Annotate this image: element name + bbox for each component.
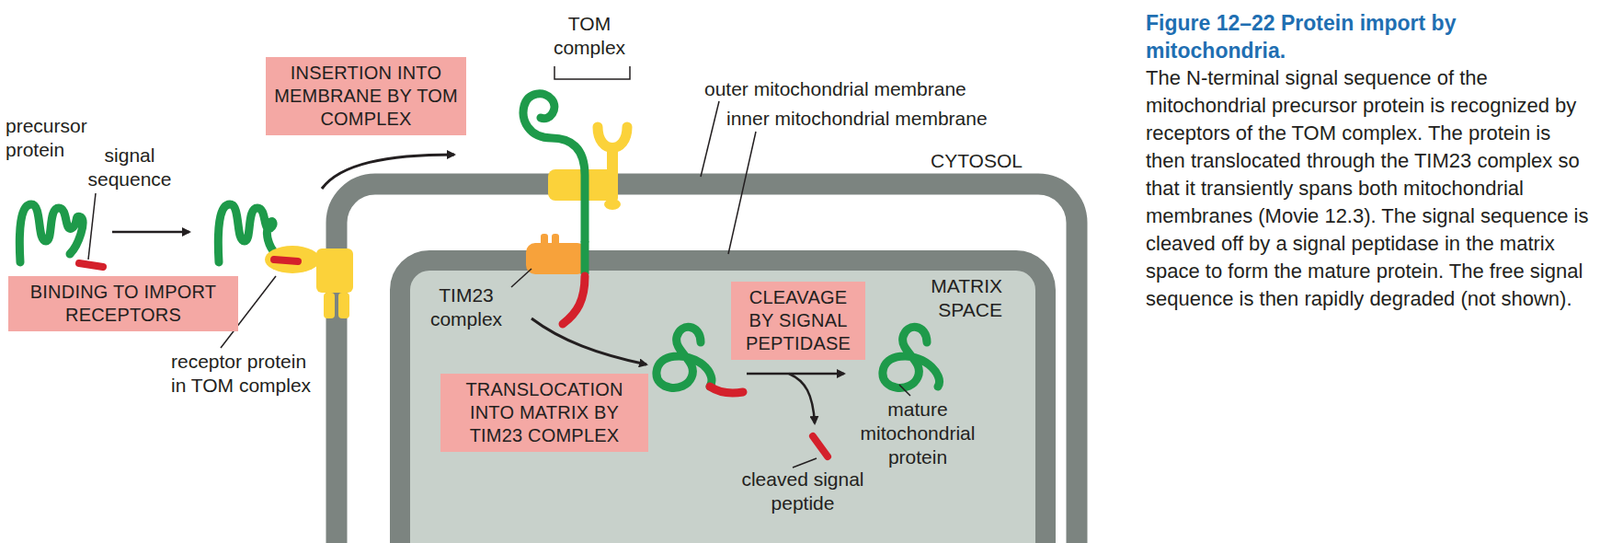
membrane-label: outer mitochondrial membrane [704, 77, 1054, 102]
leader-line [88, 193, 96, 260]
tim23-complex [525, 242, 587, 275]
translocating-protein [581, 240, 590, 275]
membrane-label: inner mitochondrial membrane [726, 106, 1076, 131]
leader-line [899, 384, 911, 396]
part-label: precursor protein [5, 114, 107, 162]
figure-title: Figure 12–22 Protein import by mitochond… [1145, 9, 1595, 65]
step-label-box: TRANSLOCATION INTO MATRIX BY TIM23 COMPL… [440, 373, 649, 452]
arrow [112, 230, 190, 234]
tom-pore [323, 292, 335, 319]
arrow [746, 372, 845, 376]
tom-pore [338, 292, 350, 319]
complex-label: TOM complex [543, 11, 636, 60]
leader-line [700, 101, 720, 177]
figure-caption: The N-terminal signal sequence of the mi… [1145, 64, 1595, 313]
leader-line [792, 457, 817, 468]
tom-pore [316, 248, 354, 293]
signal-sequence [562, 275, 585, 324]
imported-protein [656, 326, 712, 388]
leader-line [511, 268, 532, 287]
caption-block: Figure 12–22 Protein import by mitochond… [1145, 9, 1595, 313]
region-label: CYTOSOL [930, 148, 1060, 173]
precursor-protein [217, 204, 276, 263]
step-label: CLEAVAGE BY SIGNAL PEPTIDASE [738, 285, 858, 355]
complex-label: TIM23 complex [415, 283, 517, 332]
arrow [788, 373, 815, 423]
precursor-protein [19, 204, 83, 263]
signal-sequence [79, 262, 103, 267]
part-label: receptor protein in TOM complex [171, 349, 319, 398]
step-label-box: BINDING TO IMPORT RECEPTORS [8, 275, 239, 332]
step-label: TRANSLOCATION INTO MATRIX BY TIM23 COMPL… [447, 377, 641, 447]
inner-membrane [400, 260, 1046, 543]
signal-sequence [709, 386, 743, 393]
bracket [554, 66, 630, 80]
tom-receptor [604, 198, 621, 210]
outer-membrane [336, 183, 1077, 543]
import-receptor [264, 245, 320, 274]
step-label-box: CLEAVAGE BY SIGNAL PEPTIDASE [731, 281, 866, 360]
arrow [531, 318, 647, 365]
step-label: BINDING TO IMPORT RECEPTORS [15, 280, 231, 327]
part-label: cleaved signal peptide [724, 467, 881, 515]
step-label: INSERTION INTO MEMBRANE BY TOM COMPLEX [273, 61, 459, 131]
cleaved-signal-peptide [812, 435, 828, 457]
step-label-box: INSERTION INTO MEMBRANE BY TOM COMPLEX [265, 57, 467, 136]
part-label: mature mitochondrial protein [844, 397, 992, 469]
leader-line [728, 131, 756, 254]
tim23-complex [540, 233, 549, 247]
arrow [321, 154, 455, 189]
part-label: signal sequence [79, 143, 181, 192]
region-label: MATRIX SPACE [882, 274, 1003, 322]
translocating-protein [523, 93, 585, 241]
tom-receptor [606, 147, 618, 203]
signal-sequence [274, 259, 298, 262]
tim23-complex [551, 233, 560, 247]
mature-protein [882, 326, 940, 388]
tom-receptor [597, 126, 628, 149]
